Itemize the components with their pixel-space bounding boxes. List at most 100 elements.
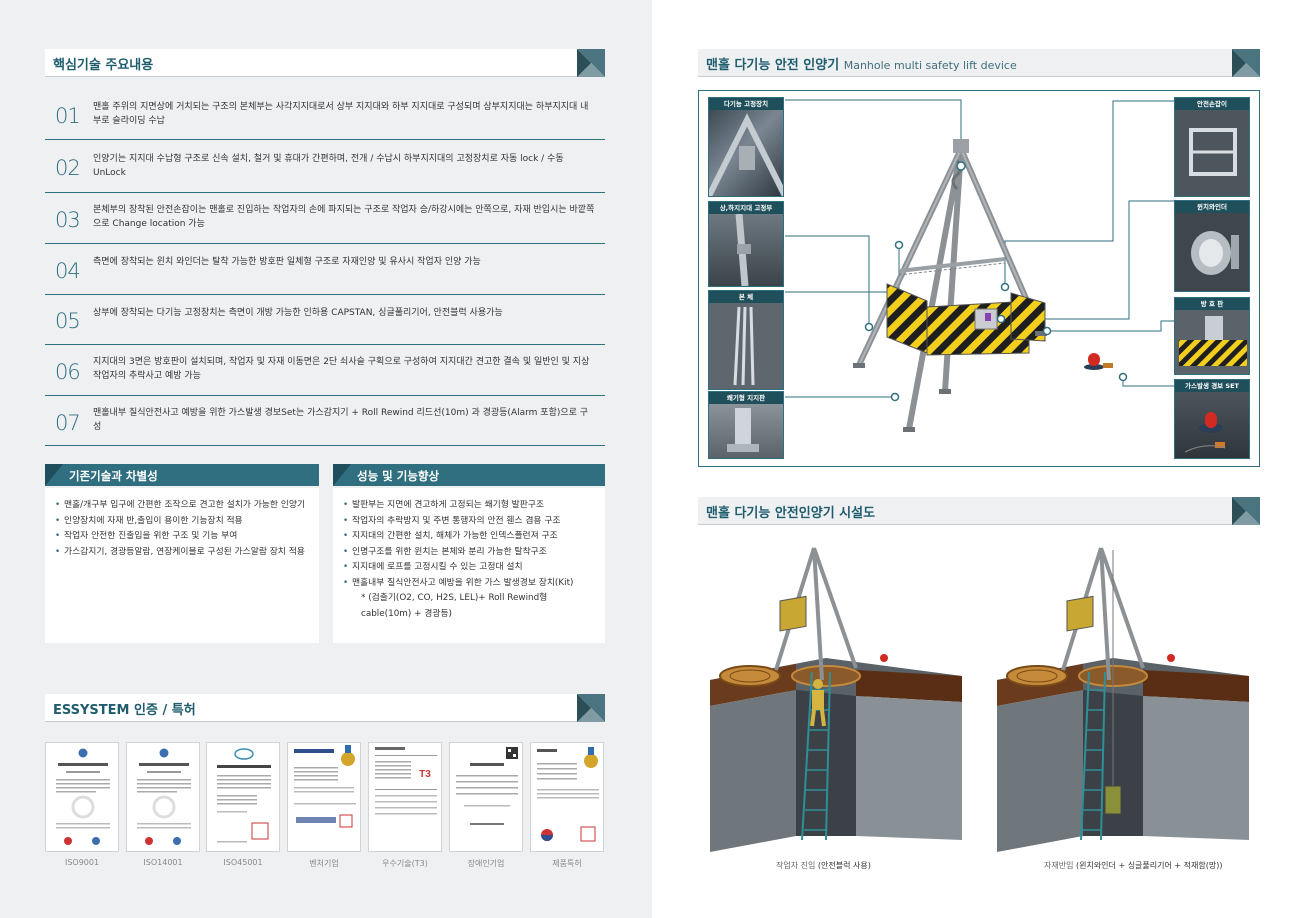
performance-list: 발판부는 지면에 견고하게 고정되는 쐐기형 발판구조 작업자의 추락방지 및 … xyxy=(333,488,605,643)
cert-iso45001-image xyxy=(206,742,280,852)
caption-text: 자재반입 xyxy=(1044,861,1076,870)
part-safety-handle: 안전손잡이 xyxy=(1174,97,1250,197)
cert-label: ISO45001 xyxy=(223,858,263,867)
part-guard-plate: 방 호 판 xyxy=(1174,297,1250,375)
tech-item-02: 02 인양기는 지지대 수납형 구조로 신속 설치, 철거 및 휴대가 간편하며… xyxy=(45,140,605,193)
list-item: 작업자 안전한 진출입을 위한 구조 및 기능 부여 xyxy=(55,529,309,545)
cert-label: 장애인기업 xyxy=(467,859,505,868)
part-wedge-plate: 쐐기형 지지판 xyxy=(708,391,784,459)
list-item: 맨홀내부 질식안전사고 예방을 위한 가스 발생경보 장치(Kit) xyxy=(343,576,595,592)
list-item: 인양장치에 자재 반,출입이 용이한 기능장치 적용 xyxy=(55,514,309,530)
install-material-load-illustration xyxy=(997,547,1249,852)
caption-detail: (윈치와인더 + 싱글풀리기어 + 적재함(망)) xyxy=(1075,861,1223,870)
part-label: 본 체 xyxy=(709,291,783,303)
certs-title: ESSYSTEM 인증 / 특허 xyxy=(53,703,196,718)
tech-item-number: 01 xyxy=(55,104,81,128)
core-tech-header: 핵심기술 주요내용 xyxy=(45,49,605,77)
install-title: 맨홀 다기능 안전인양기 시설도 xyxy=(706,506,876,521)
tech-item-number: 06 xyxy=(55,360,81,384)
caption-text: 작업자 진입 xyxy=(776,861,818,870)
tech-item-04: 04 측면에 장착되는 윈치 와인더는 탈착 가능한 방호판 일체형 구조로 자… xyxy=(45,244,605,295)
list-item-note: * (검출기(O2, CO, H2S, LEL)+ Roll Rewind형 c… xyxy=(361,593,548,619)
lift-device-illustration xyxy=(785,99,1175,432)
cert-label: 제품특허 xyxy=(552,859,582,868)
part-label: 윈치와인더 xyxy=(1175,201,1249,213)
part-label: 방 호 판 xyxy=(1175,298,1249,310)
part-photo xyxy=(709,214,783,286)
cert-iso14001-image xyxy=(126,742,200,852)
install-header: 맨홀 다기능 안전인양기 시설도 xyxy=(698,497,1260,525)
svg-text:T3: T3 xyxy=(419,769,431,780)
corner-decoration-icon xyxy=(1232,497,1260,525)
tech-item-text: 맨홀 주위의 지면상에 거치되는 구조의 본체부는 사각지지대로서 상부 지지대… xyxy=(93,102,589,126)
part-upper-lower-fixing: 상,하지지대 고정부 xyxy=(708,201,784,287)
tech-item-text: 본체부의 장착된 안전손잡이는 맨홀로 진입하는 작업자의 손에 파지되는 구조… xyxy=(93,205,595,229)
performance-title: 성능 및 기능향상 xyxy=(357,469,440,483)
part-gas-alarm-set: 가스발생 경보 SET xyxy=(1174,379,1250,459)
core-tech-title: 핵심기술 주요내용 xyxy=(53,58,154,73)
device-title-en: Manhole multi safety lift device xyxy=(843,59,1017,72)
part-body: 본 체 xyxy=(708,290,784,390)
tech-item-03: 03 본체부의 장착된 안전손잡이는 맨홀로 진입하는 작업자의 손에 파지되는… xyxy=(45,193,605,244)
part-label: 쐐기형 지지판 xyxy=(709,392,783,404)
tech-item-text: 맨홀내부 질식안전사고 예방을 위한 가스발생 경보Set는 가스감지기 + R… xyxy=(93,408,589,432)
tech-item-number: 05 xyxy=(55,309,81,333)
cert-iso9001-image xyxy=(45,742,119,852)
device-header: 맨홀 다기능 안전 인양기 Manhole multi safety lift … xyxy=(698,49,1260,77)
tech-item-text: 지지대의 3면은 방호판이 설치되며, 작업자 및 자재 이동면은 2단 쇠사슬… xyxy=(93,357,590,381)
tech-item-number: 03 xyxy=(55,208,81,232)
tech-item-number: 07 xyxy=(55,411,81,435)
corner-decoration-icon xyxy=(577,694,605,722)
certs-header: ESSYSTEM 인증 / 특허 xyxy=(45,694,605,722)
part-photo xyxy=(709,404,783,458)
install-caption-2: 자재반입 (윈치와인더 + 싱글풀리기어 + 적재함(망)) xyxy=(1044,860,1222,871)
install-caption-1: 작업자 진입 (안전블럭 사용) xyxy=(776,860,871,871)
tech-item-05: 05 상부에 장착되는 다기능 고정장치는 측면이 개방 가능한 인하용 CAP… xyxy=(45,295,605,345)
tech-item-number: 04 xyxy=(55,259,81,283)
existing-tech-list: 맨홀/개구부 입구에 간편한 조작으로 견고한 설치가 가능한 인양기 인양장치… xyxy=(45,488,319,643)
cert-label: ISO9001 xyxy=(64,858,100,867)
caption-detail: (안전블럭 사용) xyxy=(817,861,871,870)
existing-tech-title: 기존기술과 차별성 xyxy=(69,469,158,483)
corner-decoration-icon xyxy=(577,49,605,77)
existing-tech-header: 기존기술과 차별성 xyxy=(45,464,319,486)
cert-label: 벤처기업 xyxy=(309,859,339,868)
cert-label: ISO14001 xyxy=(143,858,183,867)
part-photo xyxy=(1175,310,1249,374)
device-diagram xyxy=(698,90,1260,467)
part-fixing-device: 다기능 고정장치 xyxy=(708,97,784,197)
install-worker-entry-illustration xyxy=(710,547,962,852)
part-label: 상,하지지대 고정부 xyxy=(709,202,783,214)
part-label: 다기능 고정장치 xyxy=(709,98,783,110)
list-item: 맨홀/개구부 입구에 간편한 조작으로 견고한 설치가 가능한 인양기 xyxy=(55,498,309,514)
cert-label: 우수기술(T3) xyxy=(382,859,428,868)
tech-item-01: 01 맨홀 주위의 지면상에 거치되는 구조의 본체부는 사각지지대로서 상부 … xyxy=(45,90,605,140)
part-label: 안전손잡이 xyxy=(1175,98,1249,110)
list-item: 작업자의 추락방지 및 주변 통행자의 안전 휀스 겸용 구조 xyxy=(343,514,595,530)
part-photo xyxy=(709,303,783,389)
list-item: 지지대에 로프를 고정시킬 수 있는 고정대 설치 xyxy=(343,560,595,576)
tech-item-text: 측면에 장착되는 윈치 와인더는 탈착 가능한 방호판 일체형 구조로 자재인양… xyxy=(93,257,481,267)
list-item: 가스감지기, 경광등알람, 연장케이블로 구성된 가스알람 장치 적용 xyxy=(55,545,309,561)
cert-venture-image xyxy=(287,742,361,852)
performance-header: 성능 및 기능향상 xyxy=(333,464,605,486)
part-winch-winder: 윈치와인더 xyxy=(1174,200,1250,292)
part-label: 가스발생 경보 SET xyxy=(1175,380,1249,392)
tech-item-number: 02 xyxy=(55,156,81,180)
part-photo xyxy=(1175,392,1249,458)
cert-disabled-business-image xyxy=(449,742,523,852)
list-item: 지지대의 간편한 설치, 해체가 가능한 인덱스플런져 구조 xyxy=(343,529,595,545)
cert-patent-image xyxy=(530,742,604,852)
tech-item-text: 상부에 장착되는 다기능 고정장치는 측면이 개방 가능한 인하용 CAPSTA… xyxy=(93,308,503,318)
corner-decoration-icon xyxy=(1232,49,1260,77)
part-photo xyxy=(1175,213,1249,291)
tech-item-text: 인양기는 지지대 수납형 구조로 신속 설치, 철거 및 휴대가 간편하며, 전… xyxy=(93,154,564,178)
tech-item-06: 06 지지대의 3면은 방호판이 설치되며, 작업자 및 자재 이동면은 2단 … xyxy=(45,345,605,396)
list-item: 인명구조를 위한 윈치는 본체와 분리 가능한 탈착구조 xyxy=(343,545,595,561)
part-photo xyxy=(709,110,783,196)
cert-t3-image: T3 xyxy=(368,742,442,852)
list-item: 발판부는 지면에 견고하게 고정되는 쐐기형 발판구조 xyxy=(343,498,595,514)
tech-item-07: 07 맨홀내부 질식안전사고 예방을 위한 가스발생 경보Set는 가스감지기 … xyxy=(45,396,605,446)
part-photo xyxy=(1175,110,1249,196)
device-title: 맨홀 다기능 안전 인양기 xyxy=(706,58,840,73)
